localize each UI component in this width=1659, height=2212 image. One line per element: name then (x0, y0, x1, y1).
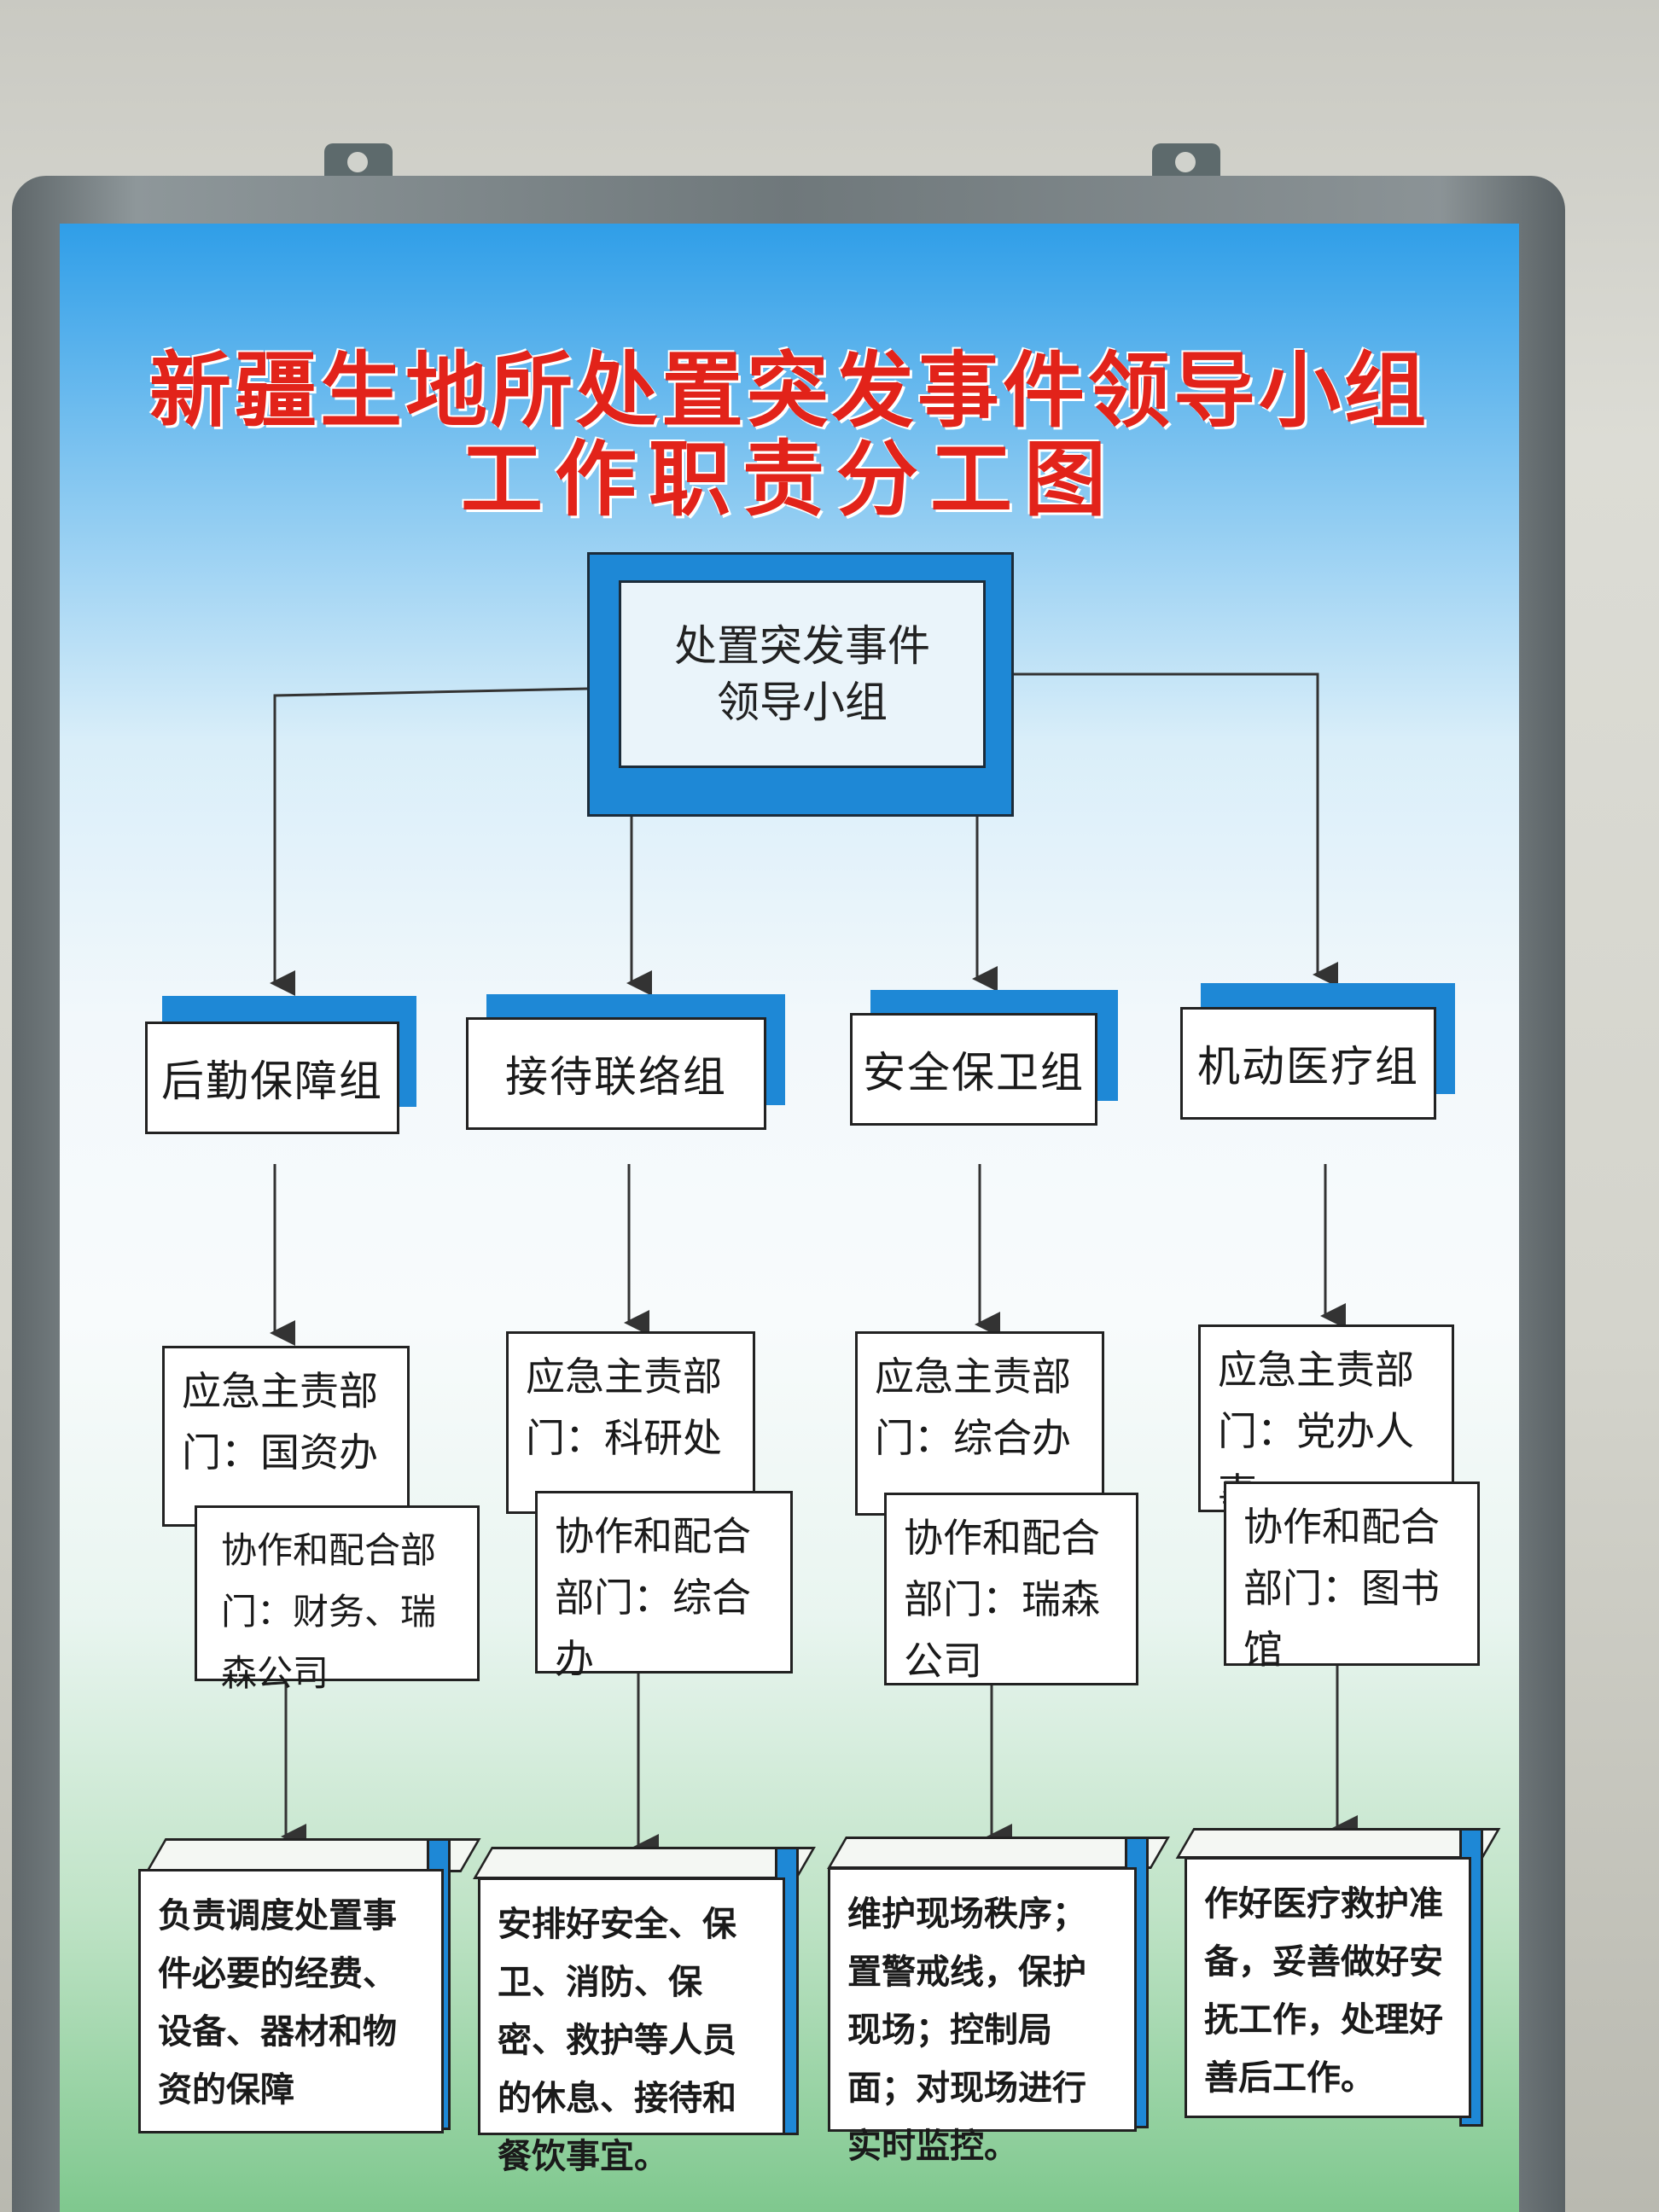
cooperate-dept-box-3: 协作和配合部门：瑞森公司 (884, 1493, 1138, 1685)
poster-title-line2: 工作职责分工图 (461, 431, 1118, 527)
cooperate-dept-box-2: 协作和配合部门：综合办 (535, 1491, 793, 1682)
primary-dept-box-3: 应急主责部门：综合办 (855, 1331, 1104, 1516)
group-security: 安全保卫组 (850, 1013, 1097, 1126)
primary-dept-box-1: 应急主责部门：国资办 (162, 1346, 410, 1527)
poster-title-line1: 新疆生地所处置突发事件领导小组 (149, 342, 1429, 439)
group-medical: 机动医疗组 (1180, 1007, 1436, 1120)
duty-cube-top-3 (827, 1837, 1170, 1869)
primary-dept-box-4: 应急主责部门：党办人事 (1198, 1324, 1454, 1516)
poster-board: 新疆生地所处置突发事件领导小组 工作职责分工图 处置突发事件 领导小组 后勤保障… (60, 224, 1519, 2212)
group-logistics: 后勤保障组 (145, 1022, 399, 1134)
duty-box-3: 维护现场秩序；置警戒线，保护现场；控制局面；对现场进行实时监控。 (828, 1867, 1137, 2166)
duty-box-2: 安排好安全、保卫、消防、保密、救护等人员的休息、接待和餐饮事宜。 (478, 1877, 785, 2176)
duty-cube-top-4 (1175, 1828, 1501, 1859)
connector-lines (270, 672, 1358, 1860)
group-reception: 接待联络组 (466, 1017, 766, 1130)
duty-box-1: 负责调度处置事件必要的经费、设备、器材和物资的保障 (138, 1869, 444, 2133)
cooperate-dept-box-1: 协作和配合部门：财务、瑞森公司 (195, 1505, 480, 1694)
duty-cube-top-2 (473, 1847, 816, 1879)
leader-label: 处置突发事件 领导小组 (619, 580, 986, 768)
leader-box: 处置突发事件 领导小组 (587, 552, 1014, 817)
cooperate-dept-box-4: 协作和配合部门：图书馆 (1224, 1481, 1480, 1673)
duty-box-4: 作好医疗救护准备，妥善做好安抚工作，处理好善后工作。 (1185, 1857, 1471, 2118)
primary-dept-box-2: 应急主责部门：科研处 (506, 1331, 755, 1514)
